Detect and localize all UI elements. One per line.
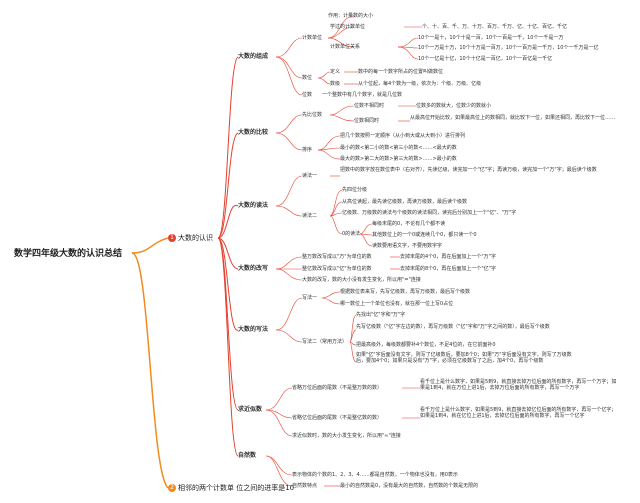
node-zero-dufa[interactable]: 0的读法	[342, 231, 361, 237]
node-danwei-guanxi[interactable]: 计数单位关系	[330, 44, 361, 50]
node-xiefa-2-4: 如果"亿"字后面没有文字，则写了亿级数后，要加8个0；如果"万"字后面没有文字，…	[356, 352, 572, 364]
main-topic-label: 大数的认识	[178, 234, 213, 242]
node-jinsi-wan[interactable]: 省略万位后面的尾数（不是整万数的数）	[292, 385, 383, 391]
node-jinsi-yi-text: 看千万位上是什么数字，如果是5到9，就直接去掉亿位后面的所有数字，再写一个亿字；…	[420, 407, 617, 419]
node-rel-1: 10个一是十，10个十是一百，10个一百是一千，10个一千是一万	[418, 35, 564, 41]
node-dufa-2-1: 先四位分级	[342, 187, 368, 193]
node-gaixie-wan[interactable]: 整万数改写成以"万"为单位的数	[302, 254, 372, 260]
node-xiefa-1[interactable]: 写法一	[302, 295, 318, 301]
node-dashu-zucheng[interactable]: 大数的组成	[238, 53, 269, 60]
node-shuji[interactable]: 数级	[330, 81, 341, 87]
node-dufa-1-text: 把数中的数字放在数位表中（右对齐），先读亿级，读完加一个"亿"字；再读万级，读完…	[340, 167, 597, 173]
node-weishu-butong[interactable]: 位数不相同时	[354, 103, 385, 109]
node-qiu-jinsishu[interactable]: 求近似数	[238, 406, 263, 413]
node-paixu-2: 最小的数<第二小的数<第三小的数<……<最大的数	[340, 145, 457, 151]
node-jishu-danwei[interactable]: 计数单位	[302, 35, 323, 41]
node-ziranshu-tedian[interactable]: 自然数特点	[292, 483, 318, 489]
node-paixu-1: 把几个数按照一定顺序（从小到大或从大到小）进行排列	[340, 133, 466, 139]
node-zero-3: 读数要用语文字，不要用数字字	[372, 243, 443, 249]
node-shuwei[interactable]: 数位	[302, 75, 313, 81]
node-rel-3: 10个一亿是十亿，10个十亿是一百亿，10个一百亿是一千亿	[418, 56, 553, 62]
node-xueguo-danwei[interactable]: 学过的计数单位	[330, 24, 366, 30]
node-weishu-xiangtong[interactable]: 位数相同时	[354, 118, 380, 124]
root-topic: 数学四年级大数的认识总结	[14, 249, 123, 259]
number-badge: 1	[168, 234, 176, 242]
node-weishu-text: 一个整数中有几个数字，就是几位数	[322, 92, 403, 98]
node-xiefa-1-1: 根据数位表来写，先写亿级数，再写万级数，最后写个级数	[340, 289, 471, 295]
node-dashu-xiefa[interactable]: 大数的写法	[238, 326, 269, 333]
node-xianbi-weishu[interactable]: 先比位数	[302, 112, 323, 118]
node-rel-2: 10个一万是十万，10个十万是一百万，10个一百万是一千万，10个一千万是一亿	[418, 45, 599, 51]
node-dashu-gaixie[interactable]: 大数的改写	[238, 265, 269, 272]
node-dufa-2-2: 从高位读起，最先读亿级数，再读万级数，最后读个级数	[342, 199, 468, 205]
node-jinsi-note: 求近似数时，数的大小发生变化，所以用"≈"连接	[292, 433, 401, 439]
node-shuji-text: 从个位起，每4个数为一级，依次为：个级、万级、亿级	[358, 81, 482, 87]
node-units-list: 个、十、百、千、万、十万、百万、千万、亿、十亿、百亿、千亿	[422, 24, 568, 30]
node-xiefa-2-2: 先写亿级数（"亿"字左边的数），再写万级数（"亿"字和"万"字之间的数），最后写…	[356, 324, 550, 330]
node-jinsi-yi[interactable]: 省略亿位后面的尾数（不是整亿数的数）	[292, 415, 383, 421]
main-topic-label: 相邻的两个计数单 位之间的进率是10	[178, 484, 295, 492]
node-dufa-1[interactable]: 读法一	[302, 173, 318, 179]
node-weishu-xiangtong-text: 从最高位开始比较，如果最高位上的数相同，就比较下一位，如果还相同，再比较下一位……	[410, 115, 616, 121]
node-zero-1: 每级末尾的0，不论有几个都不读	[372, 221, 446, 227]
node-xiefa-1-2: 哪一数位上一个单位也没有，就在那一位上写0占位	[340, 301, 454, 307]
node-weishu-butong-text: 位数多的数就大，位数少的数就小	[416, 103, 492, 109]
node-xiefa-2[interactable]: 写法二（常用方法）	[302, 339, 348, 345]
node-gaixie-yi[interactable]: 整亿数改写成以"亿"为单位的数	[302, 266, 372, 272]
node-paixu-3: 最大的数>第二大的数>第三大的数>……>最小的数	[340, 156, 457, 162]
node-dashu-dufa[interactable]: 大数的读法	[238, 202, 269, 209]
node-dingyi-text: 数中的每一个数字所占的位置叫做数位	[358, 69, 444, 75]
node-dufa-2-3: 亿级数、万级数的读法与个级数的读法相同，读完后分别加上一个"亿"、"万"字	[342, 210, 517, 216]
node-paixu[interactable]: 排序	[302, 147, 313, 153]
node-zero-2: 其他数位上的一个0或连续几个0，都只读一个0	[372, 232, 477, 238]
node-xiefa-2-3: 把最高级外，每级数都要补4个数位，不足4位的，在它前面补0	[356, 342, 496, 348]
node-gaixie-note: 大数的改写，数的大小没有发生变化，所以用"="连接	[302, 277, 421, 283]
node-xiefa-2-1: 先找出"亿"字和"万"字	[356, 312, 406, 318]
node-dufa-2[interactable]: 读法二	[302, 213, 318, 219]
node-zuoyong[interactable]: 作用：计量数的大小	[328, 13, 374, 19]
node-gaixie-yi-text: 去掉末尾的8个0，再在后面加上一个"亿"字	[400, 266, 496, 272]
node-dingyi[interactable]: 定义	[330, 69, 341, 75]
node-jinsi-wan-text: 看千位上是什么数字，如果是5到9，就直接去掉万位后面的所有数字，再写一个万字；如…	[420, 379, 617, 391]
node-gaixie-wan-text: 去掉末尾的4个0，再在后面加上一个"万"字	[400, 254, 496, 260]
node-dashu-bijiao[interactable]: 大数的比较	[238, 129, 269, 136]
node-ziranshu-def: 表示物体的个数的1、2、3、4……都是自然数，一个物体也没有，用0表示	[292, 472, 458, 478]
node-ziranshu[interactable]: 自然数	[238, 452, 257, 459]
number-badge: 2	[168, 484, 176, 492]
node-ziranshu-tedian-text: 最小的自然数是0，没有最大的自然数，自然数的个数是无限的	[340, 483, 479, 489]
node-weishu[interactable]: 位数	[302, 92, 313, 98]
